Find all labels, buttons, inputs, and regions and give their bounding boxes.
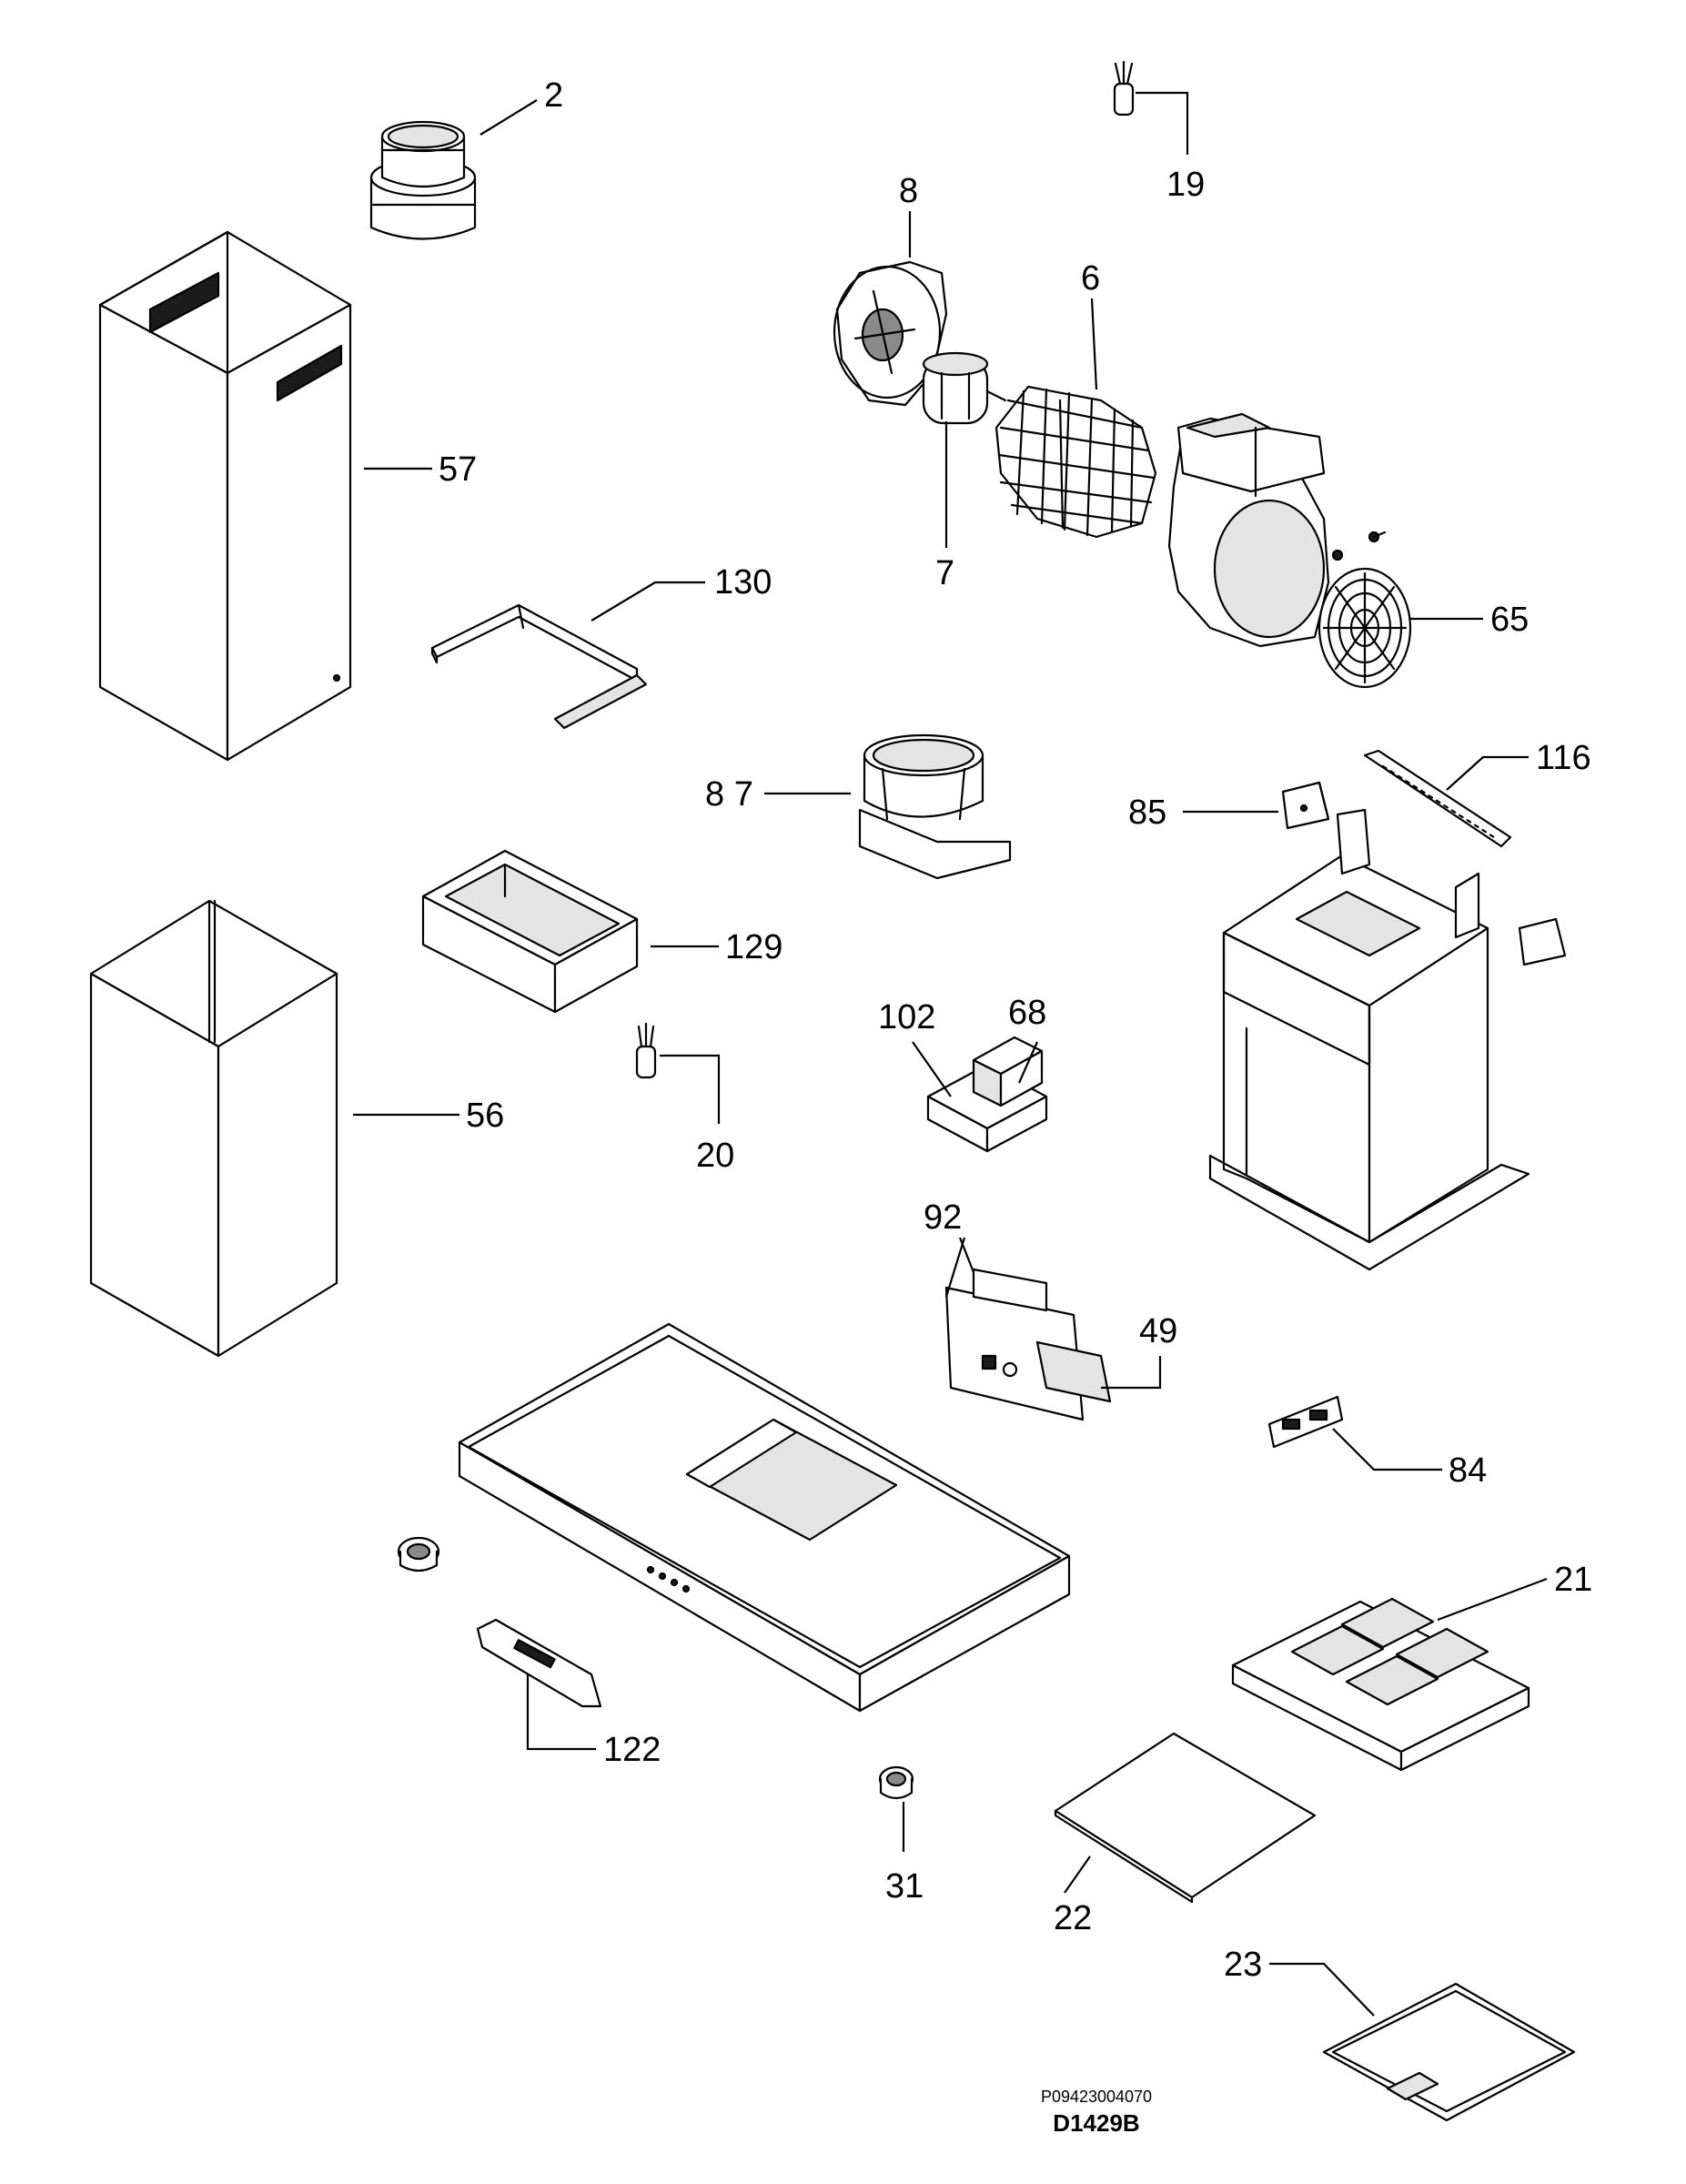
svg-text:31: 31 bbox=[885, 1867, 924, 1906]
callout-23: 23 bbox=[1224, 1946, 1375, 2017]
part-84-switch-strip bbox=[1267, 1395, 1344, 1449]
svg-text:57: 57 bbox=[439, 450, 477, 489]
blower-housing bbox=[1167, 412, 1330, 648]
svg-text:23: 23 bbox=[1224, 1946, 1262, 1984]
callout-57: 57 bbox=[364, 450, 477, 489]
svg-text:85: 85 bbox=[1128, 794, 1166, 832]
part-6-fan-wheel bbox=[994, 385, 1157, 539]
part-122-light-bar bbox=[476, 1618, 602, 1708]
part-129-box bbox=[421, 849, 639, 1014]
callout-122: 122 bbox=[526, 1674, 661, 1769]
svg-text:65: 65 bbox=[1490, 601, 1529, 639]
callout-2: 2 bbox=[480, 76, 563, 136]
callout-49: 49 bbox=[1101, 1312, 1177, 1390]
part-65-inlet-grill bbox=[1318, 531, 1412, 689]
callout-116: 116 bbox=[1446, 739, 1591, 791]
svg-text:122: 122 bbox=[603, 1731, 661, 1769]
callout-31: 31 bbox=[885, 1802, 924, 1906]
svg-text:84: 84 bbox=[1449, 1451, 1487, 1490]
svg-text:7: 7 bbox=[935, 554, 954, 592]
svg-text:20: 20 bbox=[696, 1137, 734, 1175]
svg-text:19: 19 bbox=[1166, 166, 1205, 204]
part-31-knob bbox=[878, 1765, 914, 1800]
callout-7: 7 bbox=[935, 421, 954, 592]
hood-canopy bbox=[458, 1322, 1071, 1713]
drawing-code-block: P09423004070 D1429B bbox=[1041, 2088, 1152, 2137]
part-23-charcoal-filter bbox=[1322, 1982, 1576, 2122]
callout-87: 8 7 bbox=[705, 775, 851, 814]
svg-text:92: 92 bbox=[924, 1198, 962, 1237]
part-19-capacitor bbox=[1113, 60, 1135, 116]
part-8-motor-plate bbox=[833, 260, 948, 407]
svg-text:129: 129 bbox=[725, 928, 782, 966]
part-57-upper-chimney bbox=[98, 230, 352, 762]
svg-text:8 7: 8 7 bbox=[705, 775, 753, 814]
part-22-grease-filter bbox=[1054, 1732, 1317, 1904]
part-85-switch bbox=[1281, 781, 1567, 966]
svg-text:8: 8 bbox=[899, 172, 918, 210]
part-56-lower-chimney bbox=[89, 899, 338, 1358]
callout-130: 130 bbox=[591, 563, 772, 622]
svg-text:2: 2 bbox=[544, 76, 563, 115]
callout-102: 102 bbox=[878, 998, 952, 1097]
motor-casing bbox=[1208, 808, 1530, 1271]
svg-text:56: 56 bbox=[466, 1097, 504, 1135]
part-87-duct-adapter bbox=[858, 733, 1012, 880]
part-2-duct-connector bbox=[369, 120, 477, 240]
part-7-motor bbox=[922, 351, 1007, 425]
svg-text:116: 116 bbox=[1536, 739, 1591, 777]
part-116-rail bbox=[1363, 749, 1512, 848]
control-buttons bbox=[646, 1565, 691, 1593]
callout-129: 129 bbox=[651, 928, 782, 966]
callout-20: 20 bbox=[660, 1054, 734, 1175]
part-130-bracket bbox=[430, 603, 648, 730]
callout-92: 92 bbox=[924, 1198, 975, 1298]
svg-text:68: 68 bbox=[1008, 994, 1046, 1032]
callout-68: 68 bbox=[1008, 994, 1046, 1084]
callout-22: 22 bbox=[1054, 1855, 1092, 1937]
svg-text:102: 102 bbox=[878, 998, 935, 1036]
callout-84: 84 bbox=[1332, 1428, 1487, 1490]
callout-6: 6 bbox=[1081, 259, 1100, 390]
part-92-49-control-board bbox=[944, 1268, 1112, 1421]
svg-text:130: 130 bbox=[714, 563, 772, 602]
callout-8: 8 bbox=[899, 172, 918, 258]
callout-56: 56 bbox=[353, 1097, 504, 1135]
callout-85: 85 bbox=[1128, 794, 1278, 832]
knob-left bbox=[397, 1536, 440, 1572]
part-21-filter-frame bbox=[1231, 1597, 1530, 1772]
callout-19: 19 bbox=[1136, 91, 1205, 204]
callout-65: 65 bbox=[1410, 601, 1529, 639]
svg-text:49: 49 bbox=[1139, 1312, 1177, 1350]
drawing-id: D1429B bbox=[1053, 2109, 1139, 2137]
svg-text:22: 22 bbox=[1054, 1899, 1092, 1937]
drawing-code: P09423004070 bbox=[1041, 2088, 1152, 2106]
vent-slots bbox=[148, 271, 343, 402]
part-102-68-transformer bbox=[926, 1036, 1048, 1153]
svg-text:6: 6 bbox=[1081, 259, 1100, 298]
svg-text:21: 21 bbox=[1554, 1561, 1592, 1599]
callout-21: 21 bbox=[1437, 1561, 1592, 1622]
part-20-capacitor bbox=[635, 1022, 657, 1079]
